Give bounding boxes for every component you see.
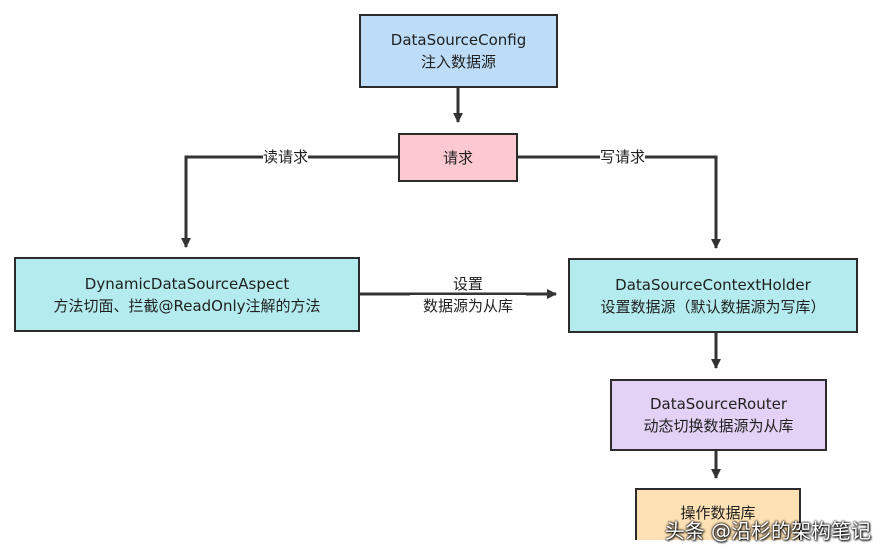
edge-label-line1: 设置 [452, 275, 483, 293]
node-datasource-config: DataSourceConfig 注入数据源 [359, 14, 558, 88]
edge-label-set-datasource: 设置 数据源为从库 [410, 273, 526, 317]
node-subtitle: 注入数据源 [420, 53, 496, 71]
node-datasource-context-holder: DataSourceContextHolder 设置数据源（默认数据源为写库） [568, 258, 858, 333]
node-subtitle: 设置数据源（默认数据源为写库） [600, 297, 826, 316]
node-title: 请求 [442, 148, 473, 167]
node-title: DynamicDataSourceAspect [84, 274, 290, 293]
edge-label-write: 写请求 [600, 146, 646, 168]
node-request: 请求 [398, 133, 518, 182]
watermark-text: 头条 @沿杉的架构笔记 [664, 519, 871, 543]
node-operate-database: 操作数据库 [635, 488, 801, 540]
node-title: DataSourceConfig [390, 31, 527, 49]
node-dynamic-datasource-aspect: DynamicDataSourceAspect 方法切面、拦截@ReadOnly… [14, 257, 360, 332]
edge-label-line2: 数据源为从库 [410, 295, 526, 317]
edge-request-to-holder [518, 155, 721, 249]
node-title: DataSourceRouter [649, 395, 788, 413]
node-datasource-router: DataSourceRouter 动态切换数据源为从库 [610, 379, 827, 451]
node-subtitle: 方法切面、拦截@ReadOnly注解的方法 [53, 296, 321, 315]
edge-label-read: 读请求 [263, 146, 309, 168]
node-title: 操作数据库 [680, 504, 756, 522]
node-subtitle: 动态切换数据源为从库 [643, 417, 794, 435]
node-title: DataSourceContextHolder [615, 275, 811, 294]
edge-request-to-aspect [181, 155, 398, 248]
